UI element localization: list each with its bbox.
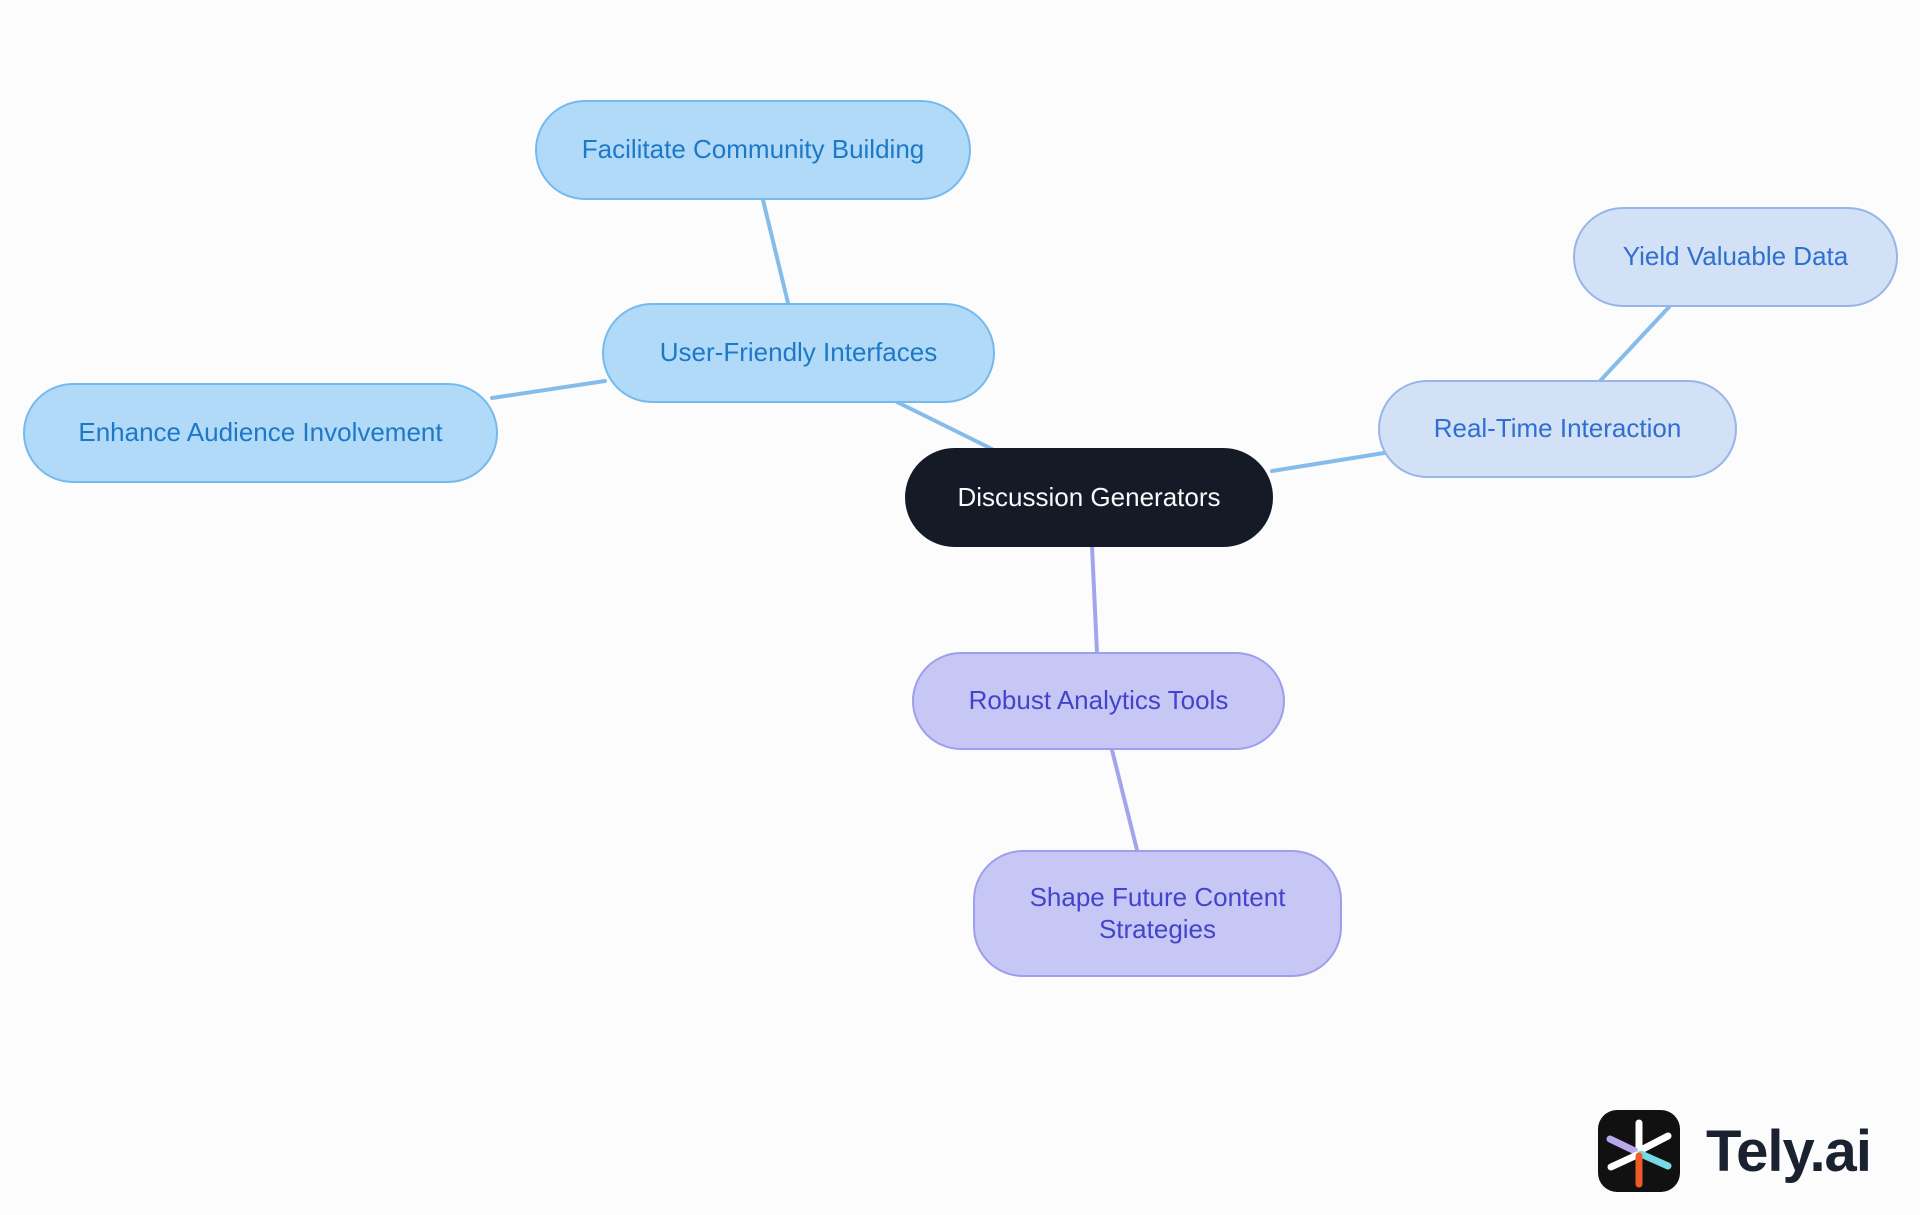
- edge-user-friendly-interfaces--discussion-generators: [895, 400, 994, 451]
- node-facilitate-community-building[interactable]: Facilitate Community Building: [535, 100, 971, 200]
- edge-enhance-audience-involvement--user-friendly-interfaces: [490, 379, 607, 400]
- edge-discussion-generators--real-time-interaction: [1270, 451, 1386, 473]
- edge-robust-analytics-tools--shape-future-content-strategies: [1110, 748, 1139, 852]
- tely-wordmark: Tely.ai: [1706, 1118, 1872, 1184]
- node-yield-valuable-data[interactable]: Yield Valuable Data: [1573, 207, 1898, 307]
- edge-discussion-generators--robust-analytics-tools: [1090, 544, 1099, 655]
- node-real-time-interaction[interactable]: Real-Time Interaction: [1378, 380, 1737, 478]
- tely-logo: Tely.ai: [1598, 1110, 1872, 1192]
- edge-real-time-interaction--yield-valuable-data: [1598, 305, 1671, 383]
- node-shape-future-content-strategies[interactable]: Shape Future Content Strategies: [973, 850, 1342, 977]
- tely-logo-icon: [1598, 1110, 1680, 1192]
- node-user-friendly-interfaces[interactable]: User-Friendly Interfaces: [602, 303, 995, 403]
- edge-facilitate-community-building--user-friendly-interfaces: [761, 198, 790, 305]
- node-robust-analytics-tools[interactable]: Robust Analytics Tools: [912, 652, 1285, 750]
- node-enhance-audience-involvement[interactable]: Enhance Audience Involvement: [23, 383, 498, 483]
- node-discussion-generators[interactable]: Discussion Generators: [905, 448, 1273, 547]
